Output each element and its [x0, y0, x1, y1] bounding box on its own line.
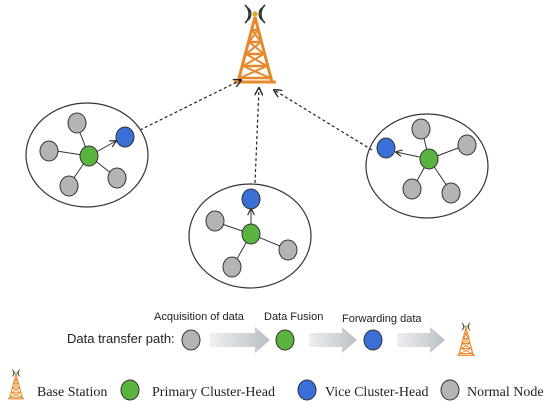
- primary-cluster-head: [419, 148, 439, 170]
- step1-label: Acquisition of data: [154, 311, 245, 323]
- path-normal-node: [181, 329, 201, 351]
- normal-node: [222, 256, 242, 278]
- normal-node: [59, 175, 79, 197]
- legend-primary-cluster-head-swatch: [120, 379, 140, 401]
- legend-base-station-icon: [7, 368, 25, 400]
- flow-arrow-2: [309, 327, 357, 353]
- normal-node: [107, 167, 127, 189]
- normal-node: [39, 140, 59, 162]
- step2-label: Data Fusion: [264, 311, 323, 323]
- legend-normal-node: Normal Node: [467, 385, 544, 400]
- flow-arrow-3: [397, 327, 445, 353]
- legend-vice-cluster-head-swatch: [297, 379, 317, 401]
- base-station-tower-icon: [232, 3, 278, 84]
- left-cluster-uplink: [139, 80, 241, 131]
- path-base-station-icon: [456, 322, 476, 356]
- legend: Base Station Primary Cluster-Head Vice C…: [7, 368, 544, 401]
- path-label: Data transfer path:: [67, 331, 175, 346]
- left-cluster: [25, 102, 149, 208]
- bottom-cluster: [188, 183, 312, 289]
- normal-node: [205, 210, 225, 232]
- primary-cluster-head: [241, 223, 261, 245]
- path-primary-cluster-head: [275, 329, 295, 351]
- normal-node: [411, 118, 431, 140]
- bottom-cluster-uplink: [254, 88, 259, 184]
- primary-cluster-head: [79, 145, 99, 167]
- flow-arrow-1: [210, 327, 270, 353]
- legend-vice-cluster-head: Vice Cluster-Head: [325, 385, 428, 400]
- normal-node: [67, 112, 87, 134]
- normal-node: [441, 182, 461, 204]
- vice-cluster-head: [115, 126, 135, 148]
- vice-cluster-head: [241, 188, 261, 210]
- right-cluster-uplink: [274, 90, 373, 151]
- step3-label: Forwarding data: [342, 313, 422, 325]
- right-cluster: [365, 113, 489, 219]
- normal-node: [402, 178, 422, 200]
- legend-base-station: Base Station: [37, 385, 107, 400]
- normal-node: [278, 239, 298, 261]
- legend-primary-cluster-head: Primary Cluster-Head: [152, 385, 275, 400]
- normal-node: [457, 134, 477, 156]
- vice-cluster-head: [376, 137, 396, 159]
- path-vice-cluster-head: [363, 329, 383, 351]
- legend-normal-node-swatch: [440, 379, 460, 401]
